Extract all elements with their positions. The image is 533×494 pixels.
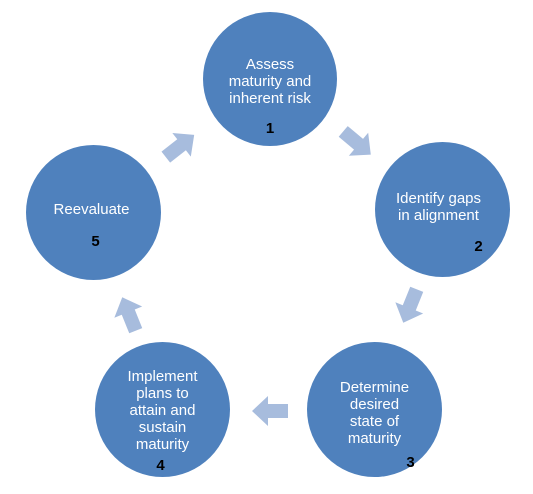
step-label: Reevaluate	[53, 201, 130, 218]
step-number: 5	[91, 233, 100, 250]
step-number: 1	[265, 120, 275, 137]
arrow-4-to-5	[114, 297, 143, 334]
step-node-implement-plans: Implement plans to attain and sustain ma…	[95, 342, 230, 477]
arrow-2-to-3	[395, 286, 424, 323]
step-label: Identify gaps in alignment	[395, 190, 482, 224]
step-number: 3	[406, 454, 415, 471]
step-node-assess: Assess maturity and inherent risk 1	[203, 12, 337, 146]
step-node-determine-state: Determine desired state of maturity 3	[307, 342, 442, 477]
step-label: Determine desired state of maturity	[339, 379, 410, 447]
step-node-reevaluate: Reevaluate 5	[26, 145, 161, 280]
arrow-1-to-2	[338, 126, 371, 156]
step-label: Assess maturity and inherent risk	[228, 56, 312, 107]
step-number: 4	[156, 457, 165, 474]
arrow-5-to-1	[161, 132, 195, 163]
step-label: Implement plans to attain and sustain ma…	[127, 368, 198, 453]
step-node-identify-gaps: Identify gaps in alignment 2	[375, 142, 510, 277]
step-number: 2	[474, 238, 483, 255]
arrow-3-to-4	[252, 396, 288, 426]
